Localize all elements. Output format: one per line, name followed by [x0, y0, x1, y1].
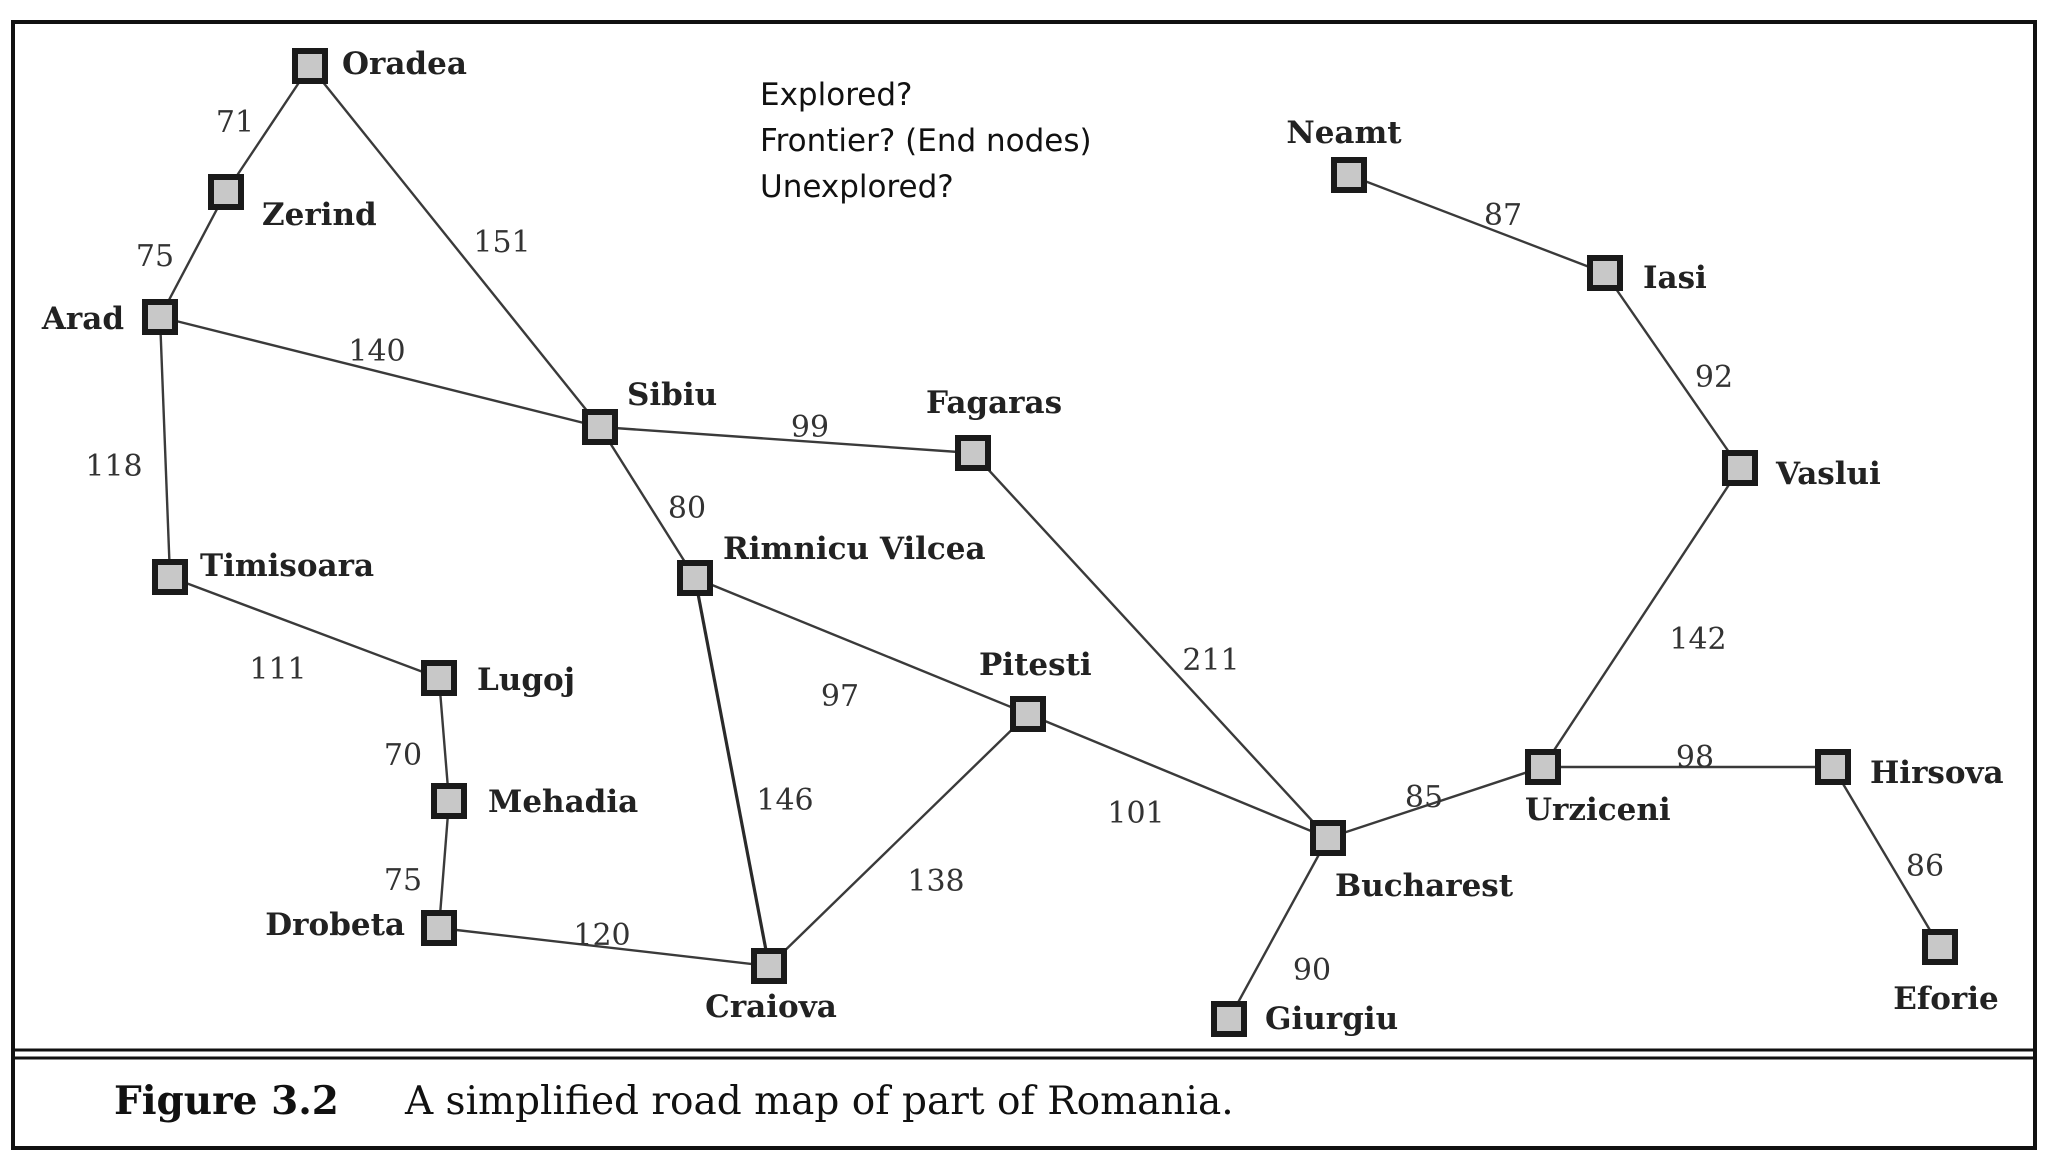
- road-bucharest-urziceni: [1327, 765, 1544, 840]
- distance-label-rimnicu-pitesti: 97: [821, 679, 859, 714]
- city-nodes-layer: [142, 48, 1958, 1037]
- road-arad-timisoara: [158, 316, 172, 578]
- roads-layer: [158, 65, 1942, 1020]
- road-fagaras-bucharest: [972, 452, 1329, 839]
- distance-label-drobeta-craiova: 120: [573, 918, 630, 953]
- city-node-arad: [142, 299, 178, 335]
- city-node-bucharest: [1310, 820, 1346, 856]
- road-lugoj-mehadia: [437, 677, 451, 802]
- road-bucharest-giurgiu: [1227, 837, 1330, 1020]
- road-mehadia-drobeta: [437, 800, 451, 929]
- city-label-arad: Arad: [41, 301, 124, 337]
- city-node-eforie: [1922, 929, 1958, 965]
- distance-label-sibiu-fagaras: 99: [791, 410, 829, 445]
- city-node-vaslui: [1722, 450, 1758, 486]
- city-node-rimnicu: [677, 560, 713, 596]
- distance-label-sibiu-rimnicu: 80: [668, 491, 706, 526]
- road-pitesti-bucharest: [1027, 712, 1329, 840]
- road-rimnicu-craiova: [693, 577, 771, 967]
- city-node-fagaras: [955, 435, 991, 471]
- distance-label-arad-sibiu: 140: [348, 334, 405, 369]
- city-node-urziceni: [1525, 749, 1561, 785]
- distance-label-lugoj-mehadia: 70: [384, 738, 422, 773]
- city-label-rimnicu: Rimnicu Vilcea: [723, 531, 986, 567]
- road-rimnicu-pitesti: [694, 576, 1029, 716]
- distance-label-mehadia-drobeta: 75: [384, 863, 422, 898]
- city-node-zerind: [208, 174, 244, 210]
- distance-label-pitesti-bucharest: 101: [1107, 796, 1164, 831]
- city-label-drobeta: Drobeta: [265, 907, 405, 943]
- city-node-giurgiu: [1211, 1001, 1247, 1037]
- city-node-hirsova: [1815, 749, 1851, 785]
- road-oradea-zerind: [225, 65, 311, 193]
- city-label-mehadia: Mehadia: [488, 784, 638, 820]
- city-label-urziceni: Urziceni: [1525, 792, 1671, 828]
- distance-label-urziceni-hirsova: 98: [1676, 740, 1714, 775]
- note-explored: Explored?: [760, 77, 912, 113]
- road-oradea-sibiu: [309, 65, 601, 428]
- caption-text: A simplified road map of part of Romania…: [404, 1079, 1234, 1124]
- city-label-oradea: Oradea: [342, 46, 467, 82]
- distance-label-urziceni-vaslui: 142: [1669, 622, 1726, 657]
- city-node-mehadia: [431, 783, 467, 819]
- road-sibiu-rimnicu: [598, 426, 697, 579]
- distance-label-craiova-pitesti: 138: [907, 864, 964, 899]
- city-label-lugoj: Lugoj: [477, 662, 575, 698]
- distance-label-arad-timisoara: 118: [85, 449, 142, 484]
- city-node-oradea: [292, 48, 328, 84]
- distance-label-hirsova-eforie: 86: [1906, 849, 1944, 884]
- notes-block: Explored? Frontier? (End nodes) Unexplor…: [760, 77, 1092, 205]
- city-label-timisoara: Timisoara: [200, 548, 374, 584]
- road-craiova-pitesti: [768, 713, 1029, 967]
- distance-label-oradea-zerind: 71: [216, 105, 254, 140]
- road-timisoara-lugoj: [169, 575, 440, 680]
- city-label-craiova: Craiova: [705, 989, 837, 1025]
- city-label-pitesti: Pitesti: [979, 647, 1092, 683]
- figure-frame: [11, 20, 2037, 1150]
- distance-label-oradea-sibiu: 151: [473, 225, 530, 260]
- distance-label-timisoara-lugoj: 111: [249, 652, 306, 687]
- figure-caption: Figure 3.2 A simplified road map of part…: [114, 1078, 1234, 1124]
- city-label-eforie: Eforie: [1893, 981, 1998, 1017]
- city-node-pitesti: [1010, 696, 1046, 732]
- city-label-bucharest: Bucharest: [1335, 868, 1514, 904]
- note-unexplored: Unexplored?: [760, 169, 954, 205]
- city-node-timisoara: [152, 559, 188, 595]
- distance-label-rimnicu-craiova: 146: [756, 783, 813, 818]
- road-vaslui-iasi: [1604, 272, 1741, 469]
- distance-label-vaslui-iasi: 92: [1695, 360, 1733, 395]
- city-label-giurgiu: Giurgiu: [1265, 1001, 1398, 1037]
- city-label-hirsova: Hirsova: [1870, 755, 2004, 791]
- city-node-lugoj: [421, 660, 457, 696]
- distance-label-iasi-neamt: 87: [1484, 198, 1522, 233]
- road-sibiu-fagaras: [599, 425, 974, 455]
- city-label-fagaras: Fagaras: [926, 385, 1062, 421]
- road-zerind-arad: [158, 191, 228, 318]
- city-node-iasi: [1587, 255, 1623, 291]
- distance-label-bucharest-urziceni: 85: [1405, 780, 1443, 815]
- caption-figure-number: Figure 3.2: [114, 1078, 339, 1124]
- city-label-zerind: Zerind: [262, 197, 377, 233]
- city-node-craiova: [751, 948, 787, 984]
- city-node-sibiu: [582, 409, 618, 445]
- road-urziceni-vaslui: [1541, 467, 1742, 768]
- city-node-drobeta: [421, 910, 457, 946]
- city-label-neamt: Neamt: [1286, 115, 1402, 151]
- road-arad-sibiu: [159, 315, 601, 429]
- city-labels-layer: OradeaZerindAradTimisoaraLugojMehadiaDro…: [41, 46, 2004, 1037]
- city-label-sibiu: Sibiu: [627, 377, 717, 413]
- road-iasi-neamt: [1348, 173, 1606, 275]
- distance-label-bucharest-giurgiu: 90: [1293, 953, 1331, 988]
- note-frontier: Frontier? (End nodes): [760, 123, 1092, 159]
- city-label-vaslui: Vaslui: [1775, 456, 1881, 492]
- distance-labels-layer: 71 75 151 140 118 111 70 75 120 99 80 97 146 138 101 21…: [85, 105, 1944, 988]
- city-label-iasi: Iasi: [1643, 260, 1707, 296]
- road-hirsova-eforie: [1831, 766, 1942, 948]
- distance-label-zerind-arad: 75: [136, 239, 174, 274]
- road-drobeta-craiova: [438, 926, 770, 968]
- distance-label-fagaras-bucharest: 211: [1182, 643, 1239, 678]
- city-node-neamt: [1331, 157, 1367, 193]
